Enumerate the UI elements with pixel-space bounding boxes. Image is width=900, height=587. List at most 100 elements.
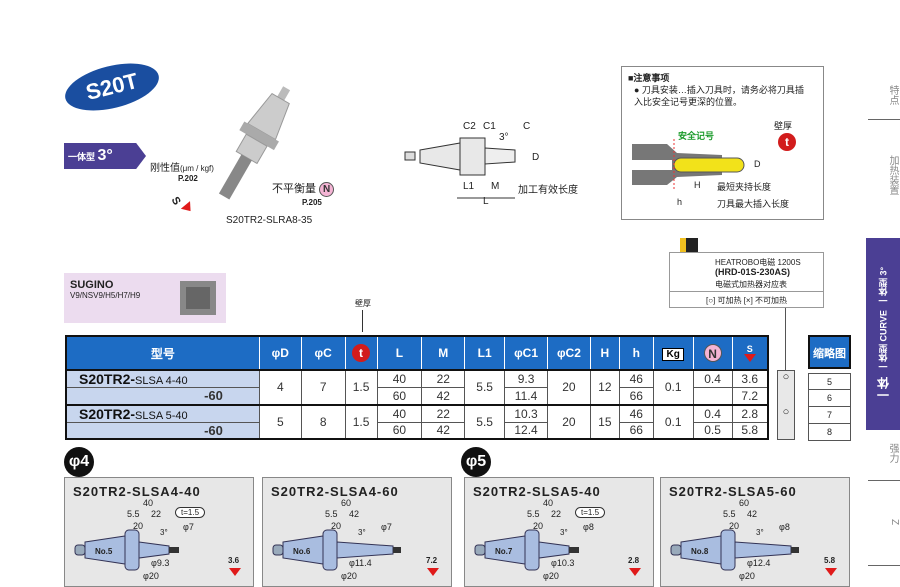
- dim-l: 60: [739, 498, 750, 508]
- s-arrow-icon: [427, 568, 439, 576]
- dim-l1: 5.5: [325, 509, 338, 519]
- diagram-card[interactable]: S20TR2-SLSA4-60 No.6 60 5.5 42 20 3° φ7 …: [262, 477, 452, 587]
- holder-diagram: [474, 529, 579, 571]
- wall-pointer-label: 壁厚: [355, 299, 371, 308]
- dim-l1: 5.5: [527, 509, 540, 519]
- series-badge: S20T: [60, 55, 164, 119]
- thumb-ref[interactable]: 8: [808, 424, 851, 441]
- s-arrow-icon: [180, 201, 196, 215]
- dim-c2-small: 20: [533, 521, 544, 531]
- side-tab-features[interactable]: 特点: [887, 85, 898, 105]
- dim-c2-small: 20: [331, 521, 342, 531]
- dim-c: φ8: [583, 522, 594, 532]
- dim-m: 42: [349, 509, 360, 519]
- table-header: 型号 φD φC t L M L1 φC1 φC2 H h Kg N S: [65, 336, 768, 370]
- cell-c1: 10.3: [504, 404, 548, 423]
- cell-l: 40: [376, 370, 422, 388]
- side-tab-z[interactable]: Z: [889, 519, 900, 526]
- note-h-upper: H: [694, 180, 701, 190]
- cell-c1: 11.4: [504, 387, 548, 405]
- heat-column: ○○: [777, 370, 795, 440]
- balance-ref[interactable]: P.205: [302, 198, 322, 207]
- diagram-card[interactable]: S20TR2-SLSA4-40 No.5 40 5.5 22 t=1.5 20 …: [64, 477, 254, 587]
- thumb-ref[interactable]: 5: [808, 373, 851, 390]
- label-d: D: [532, 152, 540, 163]
- s-arrow-icon: [229, 568, 241, 576]
- heater-name: HEATROBO电磁 1200S: [715, 258, 801, 267]
- diagram-card[interactable]: S20TR2-SLSA5-40 No.7 40 5.5 22 t=1.5 20 …: [464, 477, 654, 587]
- cell-s: 5.8: [731, 422, 768, 440]
- dim-angle: 3°: [756, 528, 764, 537]
- thumb-ref[interactable]: 6: [808, 390, 851, 407]
- holder-diagram: [74, 529, 179, 571]
- machine-models: V9/NSV9/H5/H7/H9: [70, 291, 141, 300]
- balance-icon: N: [703, 344, 722, 362]
- rigidity-label: 刚性值: [150, 163, 180, 174]
- note-text: ● 刀具安装…插入刀具时，请务必将刀具插入比安全记号更深的位置。: [634, 85, 804, 107]
- model-prefix: S20TR2-: [79, 405, 136, 422]
- cell-h: 15: [589, 404, 620, 440]
- dim-l1: 5.5: [723, 509, 736, 519]
- heater-box: HEATROBO电磁 1200S (HRD-01S-230AS) 电磁式加热器对…: [669, 252, 824, 308]
- holder-outline: [404, 137, 516, 199]
- holder-diagram: [272, 529, 401, 571]
- machine-icon: [180, 281, 216, 315]
- dim-c2: φ20: [543, 571, 559, 581]
- weight-icon: Kg: [662, 347, 684, 361]
- diagram-no: No.8: [691, 547, 709, 556]
- note-h-lower-desc: 刀具最大插入长度: [717, 199, 790, 209]
- side-tab-active-main: 一体: [876, 377, 891, 402]
- dim-c1: φ12.4: [747, 558, 771, 568]
- s-arrow-icon: [743, 354, 756, 362]
- col-s: S: [731, 336, 768, 370]
- diagram-card[interactable]: S20TR2-SLSA5-60 No.8 60 5.5 42 20 3° φ8 …: [660, 477, 850, 587]
- note-h-lower: h: [677, 197, 683, 207]
- cell-n: 0.4: [692, 370, 732, 388]
- dim-c1: φ11.4: [349, 558, 372, 568]
- dim-c2: φ20: [341, 571, 357, 581]
- dim-c: φ7: [183, 522, 194, 532]
- rigidity-ref[interactable]: P.202: [178, 174, 198, 183]
- thumb-ref[interactable]: 7: [808, 407, 851, 424]
- side-tab-curve: 一体型 CURVE: [878, 310, 889, 372]
- effective-length-label: 加工有效长度: [518, 185, 578, 196]
- cell-c2: 20: [546, 370, 591, 405]
- cell-l: 60: [376, 387, 422, 405]
- cell-h: 12: [589, 370, 620, 405]
- cell-m: 22: [421, 404, 465, 423]
- model-suffix: SLSA 5-40: [135, 409, 188, 422]
- cell-n: 0.5: [692, 422, 732, 440]
- wall-t-icon: t: [778, 133, 796, 151]
- group-phi4: φ4: [64, 447, 94, 477]
- card-title: S20TR2-SLSA5-60: [669, 484, 797, 499]
- note-h-desc: 最短夹持长度: [717, 182, 772, 192]
- side-tab-heating[interactable]: 加热装置: [887, 155, 898, 195]
- side-tab-power[interactable]: 强力: [887, 442, 898, 463]
- s-arrow-icon: [825, 568, 837, 576]
- dim-c: φ7: [381, 522, 392, 532]
- cell-n: [692, 387, 732, 405]
- dim-m: 42: [747, 509, 758, 519]
- s-value: 7.2: [426, 556, 438, 565]
- cell-h: 46: [618, 370, 654, 388]
- diagram-no: No.5: [95, 547, 113, 556]
- cell-c2: 20: [546, 404, 591, 440]
- col-c: φC: [300, 336, 346, 370]
- cell-l1: 5.5: [464, 370, 505, 405]
- col-h-upper: H: [589, 336, 620, 370]
- col-d: φD: [258, 336, 302, 370]
- note-title: ■注意事项: [628, 73, 670, 83]
- heat-mark: ○: [782, 406, 790, 418]
- col-c1: φC1: [504, 336, 548, 370]
- cell-kg: 0.1: [652, 370, 694, 405]
- cell-c: 7: [300, 370, 346, 405]
- dim-l: 40: [543, 498, 554, 508]
- dim-angle: 3°: [160, 528, 168, 537]
- cell-m: 42: [421, 387, 465, 405]
- s-value: 3.6: [228, 556, 240, 565]
- heater-legend: [○] 可加热 [×] 不可加热: [670, 291, 823, 306]
- col-m: M: [421, 336, 465, 370]
